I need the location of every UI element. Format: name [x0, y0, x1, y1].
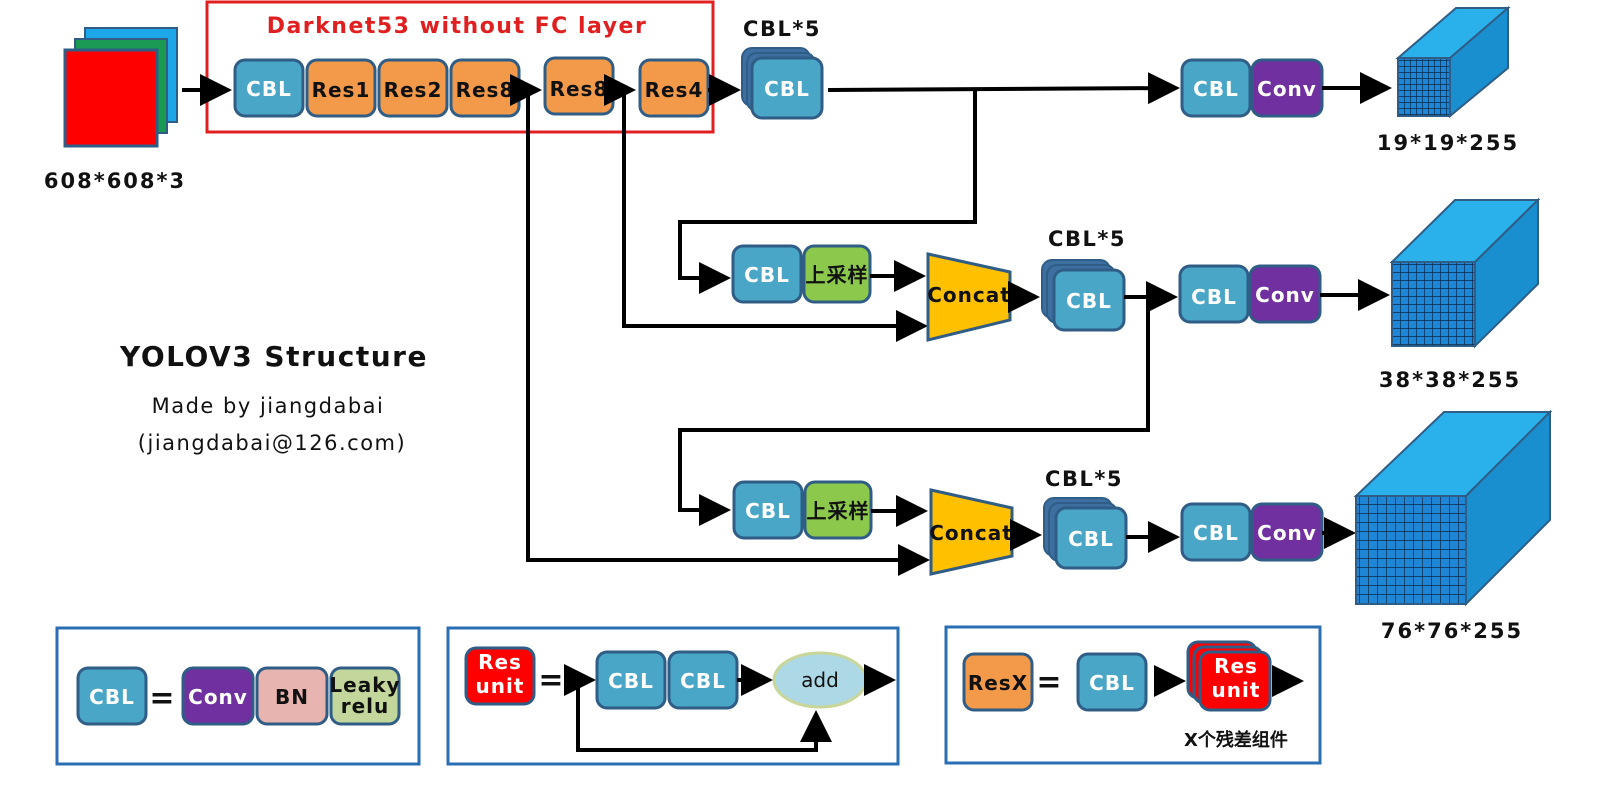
- backbone-title: Darknet53 without FC layer: [267, 14, 648, 39]
- email-line: (jiangdabai@126.com): [138, 431, 406, 455]
- bottom-cbl-out-block: CBL: [1180, 502, 1252, 562]
- mid-upsample-block: 上采样: [802, 244, 872, 304]
- legend-cbl-bn: BN: [255, 666, 329, 726]
- legend-resunit-add: add: [772, 651, 868, 709]
- bottom-upsample-block: 上采样: [803, 480, 873, 540]
- cbl5-top-inner-label: CBL: [764, 77, 810, 101]
- res2-block: Res2: [377, 58, 449, 118]
- route-mid-to-bottom-cbl: [678, 297, 1150, 526]
- bottom-concat-block: Concat: [929, 488, 1014, 576]
- output-cube-76: [1353, 409, 1553, 607]
- legend-resx-equals: =: [1036, 665, 1061, 700]
- legend-cbl-conv-label: Conv: [188, 685, 248, 709]
- mid-concat-label: Concat: [927, 283, 1011, 307]
- mid-conv-label: Conv: [1255, 283, 1315, 307]
- legend-resunit-cbl-2-label: CBL: [680, 669, 726, 693]
- res8-label-1: Res8: [456, 78, 515, 102]
- legend-cbl-leaky-label: Leaky: [329, 673, 400, 697]
- author-line: Made by jiangdabai: [152, 394, 385, 418]
- cbl5-label-mid: CBL*5: [1048, 227, 1126, 251]
- cbl5-label-bottom: CBL*5: [1045, 467, 1123, 491]
- cbl5-bottom-inner-label: CBL: [1068, 527, 1114, 551]
- mid-cbl-out-block: CBL: [1178, 264, 1250, 324]
- bottom-cbl-block: CBL: [732, 480, 804, 540]
- legend-resunit-equals: =: [538, 663, 563, 698]
- output-dim-19: 19*19*255: [1377, 131, 1519, 155]
- route-res8-to-concat-bottom: [526, 90, 930, 576]
- top-cbl-label: CBL: [1193, 77, 1239, 101]
- legend-resunit-skip: [576, 680, 832, 752]
- legend-cbl-equals: =: [149, 681, 174, 716]
- legend-cbl-lhs-label: CBL: [89, 685, 135, 709]
- output-dim-76: 76*76*255: [1381, 619, 1523, 643]
- cbl5-stack-top: CBL: [741, 47, 824, 120]
- res2-label: Res2: [384, 78, 443, 102]
- res1-block: Res1: [305, 58, 377, 118]
- res8-label-2: Res8: [550, 77, 609, 101]
- bottom-cbl-out-label: CBL: [1193, 521, 1239, 545]
- legend-resunit-add-label: add: [801, 668, 839, 692]
- mid-concat-block: Concat: [926, 252, 1012, 342]
- backbone-frame: [205, 0, 715, 134]
- legend-resx-unit-bottom: unit: [1212, 678, 1261, 702]
- legend-resx-cbl-label: CBL: [1089, 671, 1135, 695]
- mid-upsample-label: 上采样: [806, 263, 869, 287]
- legend-cbl-relu-label: relu: [341, 694, 390, 718]
- legend-resunit-cbl-2: CBL: [667, 650, 739, 710]
- backbone-cbl-block: CBL: [233, 58, 305, 118]
- res4-label: Res4: [645, 78, 704, 102]
- backbone-cbl-label: CBL: [246, 77, 292, 101]
- res8-block-2: Res8: [543, 56, 615, 116]
- input-dim-label: 608*608*3: [44, 169, 186, 193]
- output-cube-19: [1395, 5, 1511, 119]
- legend-cbl-leaky: Leaky relu: [329, 666, 401, 726]
- top-conv-block: Conv: [1250, 58, 1324, 118]
- bottom-conv-block: Conv: [1250, 502, 1324, 562]
- mid-cbl-block: CBL: [731, 244, 803, 304]
- top-cbl-block: CBL: [1180, 58, 1252, 118]
- bottom-upsample-label: 上采样: [807, 499, 870, 523]
- cbl5-label-top: CBL*5: [743, 17, 821, 41]
- arrow-top-to-cbl-conv: [827, 72, 1180, 105]
- legend-cbl-conv: Conv: [181, 666, 255, 726]
- legend-resunit-lhs-bottom: unit: [476, 674, 525, 698]
- res4-block: Res4: [638, 58, 710, 118]
- cbl5-mid-inner-label: CBL: [1066, 289, 1112, 313]
- legend-resunit-lhs-top: Res: [478, 650, 522, 674]
- bottom-cbl-label: CBL: [745, 499, 791, 523]
- bottom-conv-label: Conv: [1257, 521, 1317, 545]
- legend-resx-resunit-stack: Res unit: [1186, 640, 1272, 712]
- cbl5-stack-bottom: CBL: [1043, 497, 1128, 570]
- input-image: [63, 27, 178, 148]
- legend-resunit-lhs: Res unit: [464, 646, 536, 706]
- legend-resx-lhs: ResX: [962, 652, 1034, 712]
- legend-resx-cbl: CBL: [1076, 652, 1148, 712]
- output-dim-38: 38*38*255: [1379, 368, 1521, 392]
- legend-cbl-bn-label: BN: [275, 685, 309, 709]
- legend-cbl-lhs: CBL: [76, 666, 148, 726]
- output-cube-38: [1389, 197, 1541, 349]
- route-top-to-mid-cbl: [678, 90, 977, 294]
- legend-resunit-cbl-1: CBL: [595, 650, 667, 710]
- res8-block-1: Res8: [449, 58, 521, 118]
- top-conv-label: Conv: [1257, 77, 1317, 101]
- cbl5-stack-mid: CBL: [1041, 259, 1126, 332]
- legend-resx-lhs-label: ResX: [968, 671, 1028, 695]
- diagram-title: YOLOV3 Structure: [119, 340, 428, 373]
- res1-label: Res1: [312, 78, 371, 102]
- legend-resunit-cbl-1-label: CBL: [608, 669, 654, 693]
- route-res8-to-concat-mid: [622, 90, 928, 342]
- legend-resx-caption: X个残差组件: [1184, 729, 1288, 751]
- mid-cbl-out-label: CBL: [1191, 285, 1237, 309]
- bottom-concat-label: Concat: [929, 521, 1013, 545]
- legend-resx-unit-top: Res: [1214, 654, 1258, 678]
- mid-cbl-label: CBL: [744, 263, 790, 287]
- mid-conv-block: Conv: [1248, 264, 1322, 324]
